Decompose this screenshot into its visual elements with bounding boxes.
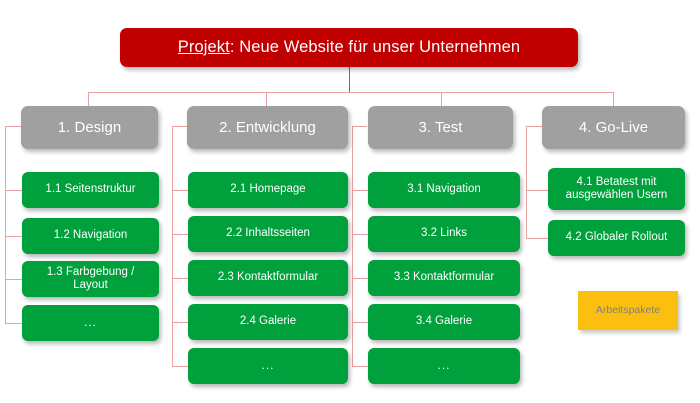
package-node-2-2-label: 2.2 Inhaltsseiten xyxy=(226,227,310,240)
connector-stub-1-phase xyxy=(5,126,21,127)
package-node-2-4-label: 2.4 Galerie xyxy=(239,315,297,328)
package-node-2-4[interactable]: 2.4 Galerie xyxy=(188,304,348,340)
package-node-1-3-label: 1.3 Farbgebung / Layout xyxy=(46,265,135,291)
connector-stub-4-2 xyxy=(526,238,548,239)
phase-node-2[interactable]: 2. Entwicklung xyxy=(187,106,348,149)
package-node-3-2-label: 3.2 Links xyxy=(420,227,468,240)
package-node-2-3[interactable]: 2.3 Kontaktformular xyxy=(188,260,348,296)
connector-stub-3-2 xyxy=(352,234,368,235)
connector-stub-1-1 xyxy=(5,190,22,191)
connector-stub-2-3 xyxy=(172,278,188,279)
package-node-1-3[interactable]: 1.3 Farbgebung / Layout xyxy=(22,261,159,297)
package-node-3-2[interactable]: 3.2 Links xyxy=(368,216,520,252)
phase-node-3[interactable]: 3. Test xyxy=(368,106,513,149)
package-node-3-5-label: ... xyxy=(437,358,451,373)
package-node-3-1-label: 3.1 Navigation xyxy=(407,183,481,196)
connector-phase-bus xyxy=(88,92,613,93)
package-node-2-1-label: 2.1 Homepage xyxy=(230,183,306,196)
legend-arbeitspakete-label: Arbeitspakete xyxy=(595,304,661,317)
package-node-1-2-label: 1.2 Navigation xyxy=(53,229,128,242)
connector-spine-4 xyxy=(526,126,527,238)
connector-stub-3-phase xyxy=(352,126,367,127)
package-node-4-2[interactable]: 4.2 Globaler Rollout xyxy=(548,220,685,256)
package-node-2-3-label: 2.3 Kontaktformular xyxy=(217,271,319,284)
package-node-1-2[interactable]: 1.2 Navigation xyxy=(22,218,159,254)
connector-phase-drop-2 xyxy=(266,92,267,106)
legend-arbeitspakete[interactable]: Arbeitspakete xyxy=(578,291,678,330)
connector-stub-3-3 xyxy=(352,278,368,279)
connector-stub-2-1 xyxy=(172,190,188,191)
package-node-3-4-label: 3.4 Galerie xyxy=(415,315,473,328)
package-node-1-1[interactable]: 1.1 Seitenstruktur xyxy=(22,172,159,208)
package-node-2-1[interactable]: 2.1 Homepage xyxy=(188,172,348,208)
connector-spine-1 xyxy=(5,126,6,323)
phase-node-4[interactable]: 4. Go-Live xyxy=(542,106,685,149)
root-node-label-underlined: Projekt xyxy=(177,38,230,57)
connector-stub-2-5 xyxy=(172,366,188,367)
package-node-3-3[interactable]: 3.3 Kontaktformular xyxy=(368,260,520,296)
phase-node-4-label: 4. Go-Live xyxy=(578,118,649,136)
package-node-2-5[interactable]: ... xyxy=(188,348,348,384)
package-node-4-1[interactable]: 4.1 Betatest mit ausgewählen Usern xyxy=(548,168,685,210)
connector-root-stem xyxy=(349,66,350,92)
connector-spine-3 xyxy=(352,126,353,366)
package-node-2-5-label: ... xyxy=(261,358,275,373)
package-node-4-1-label: 4.1 Betatest mit ausgewählen Usern xyxy=(565,175,668,201)
connector-spine-2 xyxy=(172,126,173,366)
package-node-1-1-label: 1.1 Seitenstruktur xyxy=(45,183,136,196)
connector-stub-3-5 xyxy=(352,366,368,367)
connector-stub-1-2 xyxy=(5,236,22,237)
connector-stub-2-2 xyxy=(172,234,188,235)
root-node-label: Projekt: Neue Website für unser Unterneh… xyxy=(178,38,520,57)
package-node-1-4[interactable]: ... xyxy=(22,305,159,341)
connector-phase-drop-4 xyxy=(613,92,614,106)
root-node-label-rest: : Neue Website für unser Unternehmen xyxy=(229,38,521,57)
connector-stub-1-4 xyxy=(5,323,22,324)
phase-node-1-label: 1. Design xyxy=(57,118,122,136)
connector-phase-drop-1 xyxy=(88,92,89,106)
phase-node-3-label: 3. Test xyxy=(418,118,463,136)
package-node-2-2[interactable]: 2.2 Inhaltsseiten xyxy=(188,216,348,252)
package-node-3-3-label: 3.3 Kontaktformular xyxy=(393,271,495,284)
package-node-3-5[interactable]: ... xyxy=(368,348,520,384)
phase-node-2-label: 2. Entwicklung xyxy=(219,118,316,136)
connector-stub-3-1 xyxy=(352,190,368,191)
root-node[interactable]: Projekt: Neue Website für unser Unterneh… xyxy=(120,28,578,67)
connector-stub-2-phase xyxy=(172,126,187,127)
connector-stub-2-4 xyxy=(172,322,188,323)
package-node-4-2-label: 4.2 Globaler Rollout xyxy=(565,231,668,244)
connector-stub-3-4 xyxy=(352,322,368,323)
phase-node-1[interactable]: 1. Design xyxy=(21,106,158,149)
package-node-3-1[interactable]: 3.1 Navigation xyxy=(368,172,520,208)
connector-stub-4-1 xyxy=(526,190,548,191)
connector-phase-drop-3 xyxy=(441,92,442,106)
package-node-1-4-label: ... xyxy=(83,315,97,330)
connector-stub-1-3 xyxy=(5,279,22,280)
connector-stub-4-phase xyxy=(526,126,542,127)
package-node-3-4[interactable]: 3.4 Galerie xyxy=(368,304,520,340)
